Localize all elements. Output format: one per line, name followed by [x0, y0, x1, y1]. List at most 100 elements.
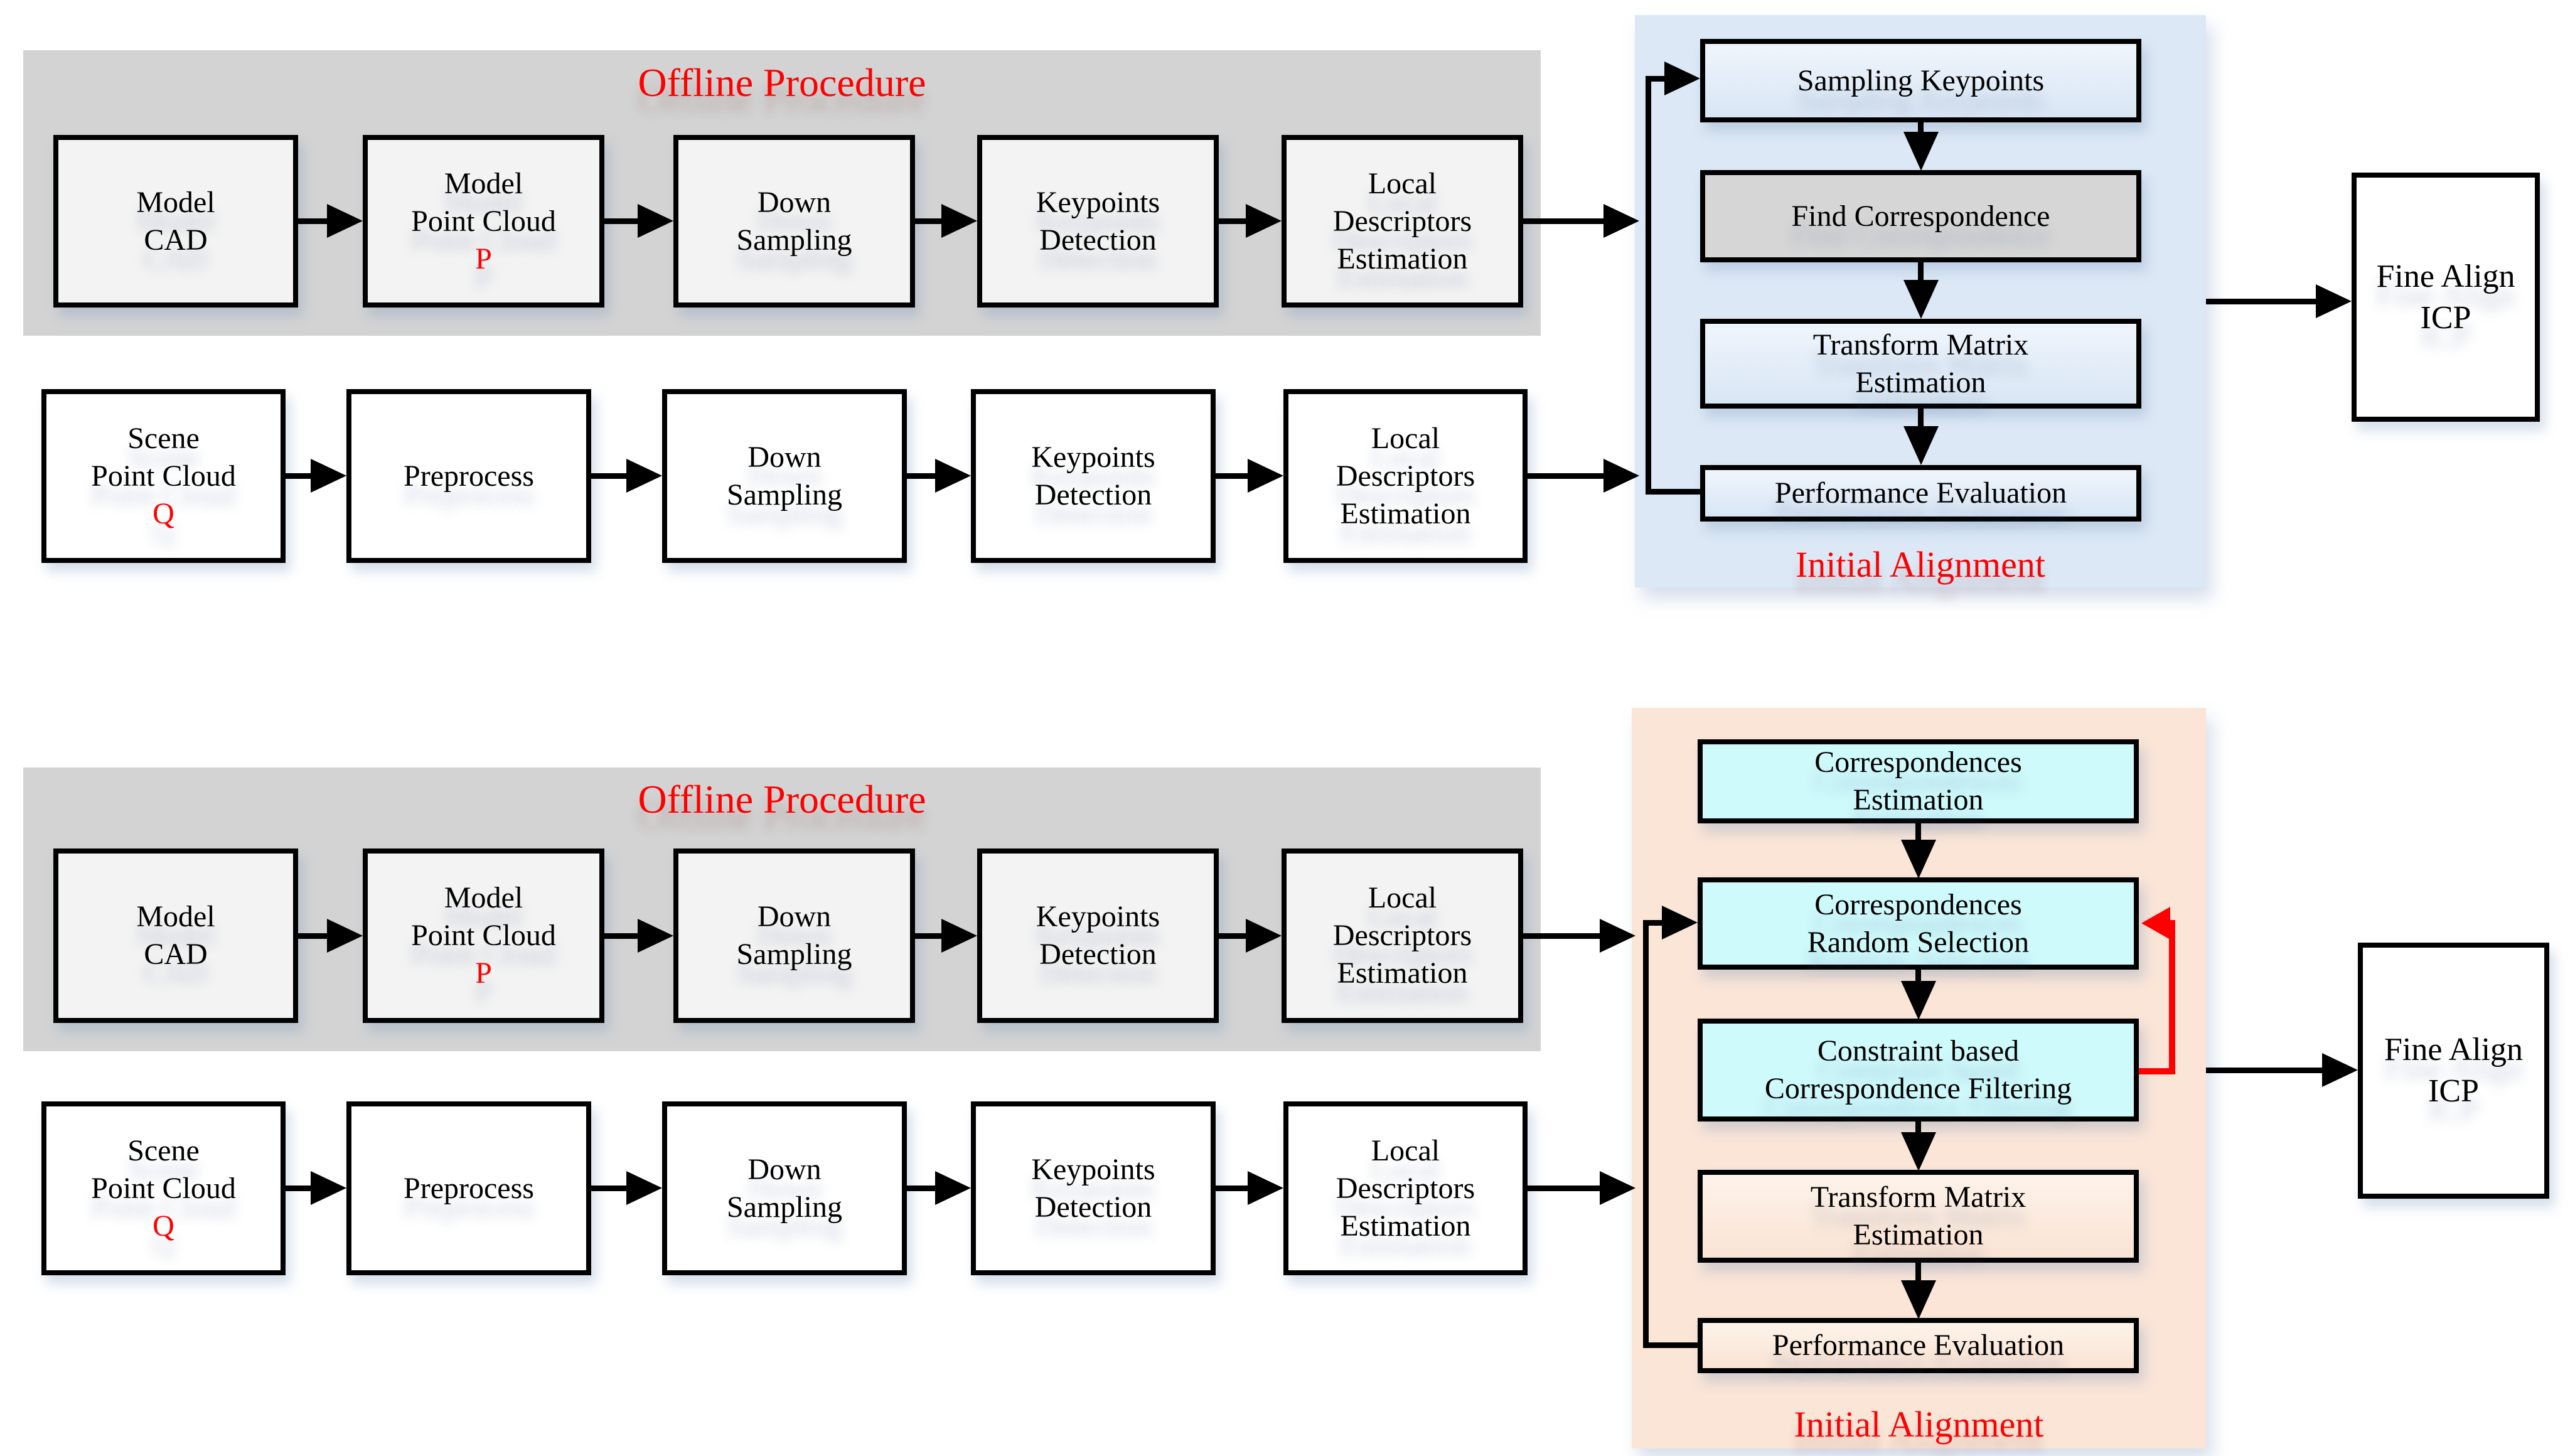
- input-shaft-row2-b: [1528, 1186, 1602, 1191]
- node-performance-evaluation-b: Performance Evaluation: [1698, 1318, 2139, 1373]
- input-arrowhead-row1-a: [1603, 204, 1639, 238]
- arrow-rs-cb-head: [1901, 981, 1936, 1020]
- arrow-shaft-a-r2-2: [591, 473, 628, 479]
- input-arrowhead-row2-b: [1600, 1171, 1635, 1205]
- symbol-p-a: P: [475, 242, 492, 276]
- loop-bus-arrowhead-a: [1664, 62, 1700, 95]
- arrow-ce-rs-head: [1901, 840, 1936, 879]
- red-feedback-bottom: [2139, 1068, 2175, 1074]
- input-shaft-row2-a: [1528, 473, 1606, 479]
- arrow-shaft-b-r2-3: [907, 1186, 936, 1191]
- arrowhead-b-r1-3: [941, 919, 977, 953]
- arrow-rs-cb-shaft: [1915, 970, 1921, 983]
- node-scene-point-cloud-a: Scene Point Cloud Q: [41, 389, 286, 563]
- arrow-shaft-a-r1-4: [1219, 218, 1247, 224]
- node-down-sampling-row1-a: Down Sampling: [673, 135, 915, 308]
- loop-bus-top-a: [1646, 76, 1674, 82]
- symbol-q-a: Q: [153, 496, 174, 530]
- arrowhead-a-r2-2: [626, 459, 662, 493]
- node-local-descriptors-row1-a: Local Descriptors Estimation: [1282, 135, 1523, 308]
- input-shaft-row1-b: [1523, 933, 1602, 939]
- node-model-point-cloud-a: Model Point Cloud P: [363, 135, 604, 308]
- input-arrowhead-row1-b: [1600, 919, 1635, 953]
- node-local-descriptors-row2-a: Local Descriptors Estimation: [1283, 389, 1528, 563]
- node-keypoints-detection-row1-b: Keypoints Detection: [977, 848, 1219, 1023]
- arrow-shaft-b-r1-1: [298, 933, 328, 939]
- loop-bus-vertical-a: [1646, 76, 1651, 495]
- node-preprocess-b: Preprocess: [346, 1101, 591, 1275]
- arrow-shaft-a-r2-1: [286, 473, 312, 479]
- output-shaft-b: [2206, 1068, 2323, 1073]
- arrowhead-a-r2-1: [311, 459, 346, 493]
- arrowhead-b-r1-4: [1246, 919, 1282, 953]
- loop-bus-arrowhead-b: [1662, 906, 1698, 939]
- offline-procedure-title-a: Offline Procedure: [638, 60, 926, 105]
- node-keypoints-detection-row2-a: Keypoints Detection: [971, 389, 1216, 563]
- arrowhead-b-r2-3: [935, 1171, 971, 1205]
- arrow-shaft-b-r2-1: [286, 1186, 312, 1191]
- node-transform-matrix-a: Transform Matrix Estimation: [1700, 319, 2141, 409]
- arrowhead-a-r1-1: [327, 204, 363, 238]
- arrow-shaft-b-r2-2: [591, 1186, 628, 1191]
- arrowhead-b-r1-2: [638, 919, 673, 953]
- arrow-tme-pe-shaft-b: [1915, 1263, 1921, 1283]
- node-keypoints-detection-row1-a: Keypoints Detection: [977, 135, 1219, 308]
- input-arrowhead-row2-a: [1603, 459, 1639, 493]
- node-local-descriptors-row2-b: Local Descriptors Estimation: [1283, 1101, 1528, 1275]
- arrowhead-a-r1-2: [638, 204, 673, 238]
- node-scene-point-cloud-b: Scene Point Cloud Q: [41, 1101, 286, 1275]
- red-feedback-vertical: [2169, 920, 2175, 1074]
- symbol-p-b: P: [475, 956, 492, 990]
- arrowhead-a-r2-3: [935, 459, 971, 493]
- input-shaft-row1-a: [1523, 218, 1606, 224]
- node-local-descriptors-row1-b: Local Descriptors Estimation: [1282, 848, 1523, 1023]
- node-sampling-keypoints: Sampling Keypoints: [1700, 39, 2141, 122]
- arrow-shaft-a-r2-3: [907, 473, 936, 479]
- arrow-shaft-b-r2-4: [1216, 1186, 1248, 1191]
- arrow-shaft-a-r1-1: [298, 218, 328, 224]
- output-shaft-a: [2206, 299, 2317, 304]
- node-find-correspondence: Find Correspondence: [1700, 170, 2141, 262]
- node-constraint-correspondence-filtering: Constraint based Correspondence Filterin…: [1698, 1019, 2139, 1121]
- node-model-cad-a: Model CAD: [53, 135, 298, 308]
- arrow-tme-pe-shaft-a: [1918, 409, 1924, 429]
- node-correspondences-estimation: Correspondences Estimation: [1698, 739, 2139, 823]
- arrowhead-b-r2-4: [1248, 1171, 1283, 1205]
- arrow-sk-fc-shaft: [1918, 122, 1924, 135]
- arrowhead-b-r2-2: [626, 1171, 662, 1205]
- node-transform-matrix-b: Transform Matrix Estimation: [1698, 1170, 2139, 1263]
- node-fine-align-icp-b: Fine Align ICP: [2358, 943, 2549, 1199]
- arrow-tme-pe-head-a: [1903, 426, 1939, 465]
- output-arrowhead-b: [2322, 1053, 2358, 1087]
- initial-alignment-label-a: Initial Alignment: [1796, 544, 2045, 585]
- red-feedback-arrowhead: [2141, 907, 2170, 939]
- arrow-sk-fc-head: [1903, 132, 1939, 171]
- node-correspondences-random-selection: Correspondences Random Selection: [1698, 877, 2139, 970]
- arrow-tme-pe-head-b: [1901, 1280, 1936, 1319]
- arrow-fc-tme-shaft: [1918, 262, 1924, 282]
- arrow-cb-tme-head: [1901, 1132, 1936, 1171]
- node-model-cad-b: Model CAD: [53, 848, 298, 1023]
- node-performance-evaluation-a: Performance Evaluation: [1700, 465, 2141, 522]
- loop-bus-top-b: [1643, 920, 1671, 926]
- node-down-sampling-row2-a: Down Sampling: [662, 389, 907, 563]
- symbol-q-b: Q: [153, 1209, 174, 1243]
- offline-procedure-title-b: Offline Procedure: [638, 777, 926, 822]
- output-arrowhead-a: [2316, 284, 2352, 318]
- initial-alignment-label-b: Initial Alignment: [1794, 1404, 2044, 1445]
- loop-bus-bottom-b: [1643, 1342, 1698, 1348]
- arrow-shaft-b-r1-4: [1219, 933, 1247, 939]
- arrow-fc-tme-head: [1903, 280, 1939, 319]
- arrowhead-a-r2-4: [1248, 459, 1283, 493]
- arrow-ce-rs-shaft: [1915, 823, 1921, 842]
- arrowhead-b-r2-1: [311, 1171, 346, 1205]
- arrow-shaft-a-r1-2: [604, 218, 640, 224]
- arrow-shaft-b-r1-3: [915, 933, 943, 939]
- arrow-shaft-b-r1-2: [604, 933, 640, 939]
- node-fine-align-icp-a: Fine Align ICP: [2352, 173, 2540, 422]
- node-model-point-cloud-b: Model Point Cloud P: [363, 848, 604, 1023]
- arrow-shaft-a-r2-4: [1216, 473, 1248, 479]
- arrow-cb-tme-shaft: [1915, 1121, 1921, 1135]
- arrowhead-a-r1-3: [941, 204, 977, 238]
